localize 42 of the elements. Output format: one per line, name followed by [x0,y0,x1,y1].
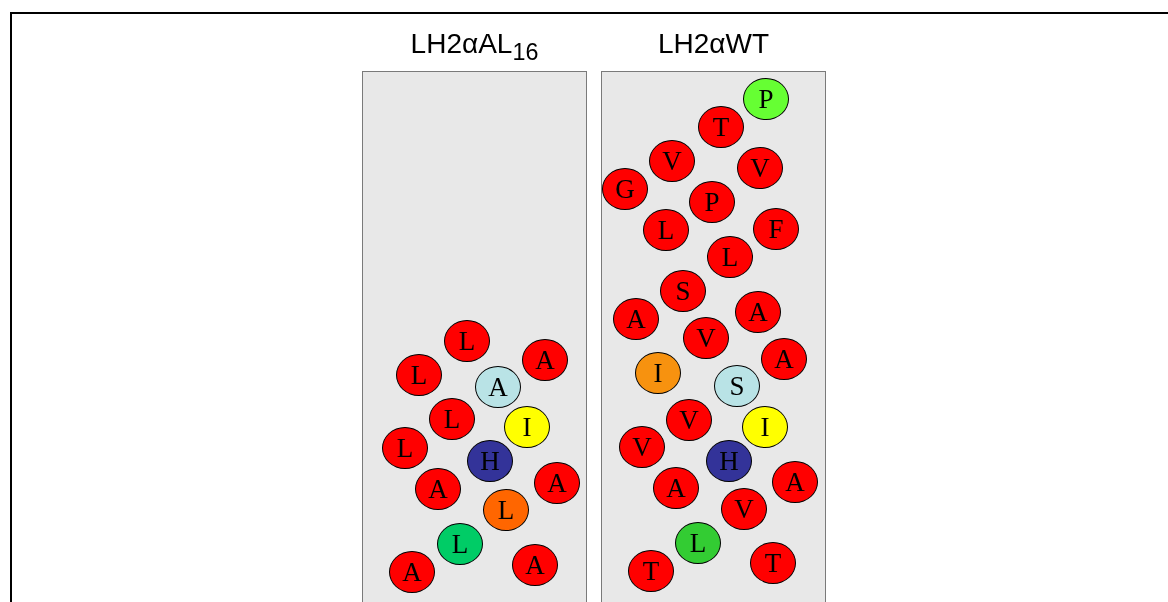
residue-circle: G [602,168,648,210]
residue-circle: A [761,338,807,380]
residue-circle: I [635,352,681,394]
residue-circle: P [689,181,735,223]
residue-circle: V [683,317,729,359]
panel-title: LH2αWT [656,28,771,60]
residue-circle: A [653,467,699,509]
residue-circle: V [737,147,783,189]
residue-circle: L [675,522,721,564]
residue-circle: L [707,236,753,278]
residue-circle: L [444,320,490,362]
residue-circle: A [772,461,818,503]
residue-circle: A [735,291,781,333]
residue-circle: A [613,298,659,340]
residue-circle: A [389,551,435,593]
residue-circle: S [714,365,760,407]
residue-circle: H [467,440,513,482]
residue-circle: H [706,440,752,482]
residue-circle: T [698,106,744,148]
residue-circle: V [666,399,712,441]
residue-circle: I [504,406,550,448]
residue-circle: L [382,427,428,469]
residue-circle: T [628,550,674,592]
residue-circle: L [483,489,529,531]
panel-title: LH2αAL$_{16}$ [409,28,540,66]
residue-circle: I [742,406,788,448]
residue-circle: A [415,468,461,510]
residue-circle: L [396,354,442,396]
residue-circle: T [750,542,796,584]
residue-circle: A [512,544,558,586]
residue-circle: V [721,488,767,530]
residue-circle: L [643,209,689,251]
residue-circle: L [437,523,483,565]
residue-circle: V [619,426,665,468]
residue-circle: A [534,462,580,504]
residue-circle: A [522,339,568,381]
residue-circle: P [743,78,789,120]
residue-circle: V [649,140,695,182]
residue-circle: F [753,208,799,250]
residue-circle: A [475,366,521,408]
residue-circle: S [660,270,706,312]
residue-circle: L [429,398,475,440]
